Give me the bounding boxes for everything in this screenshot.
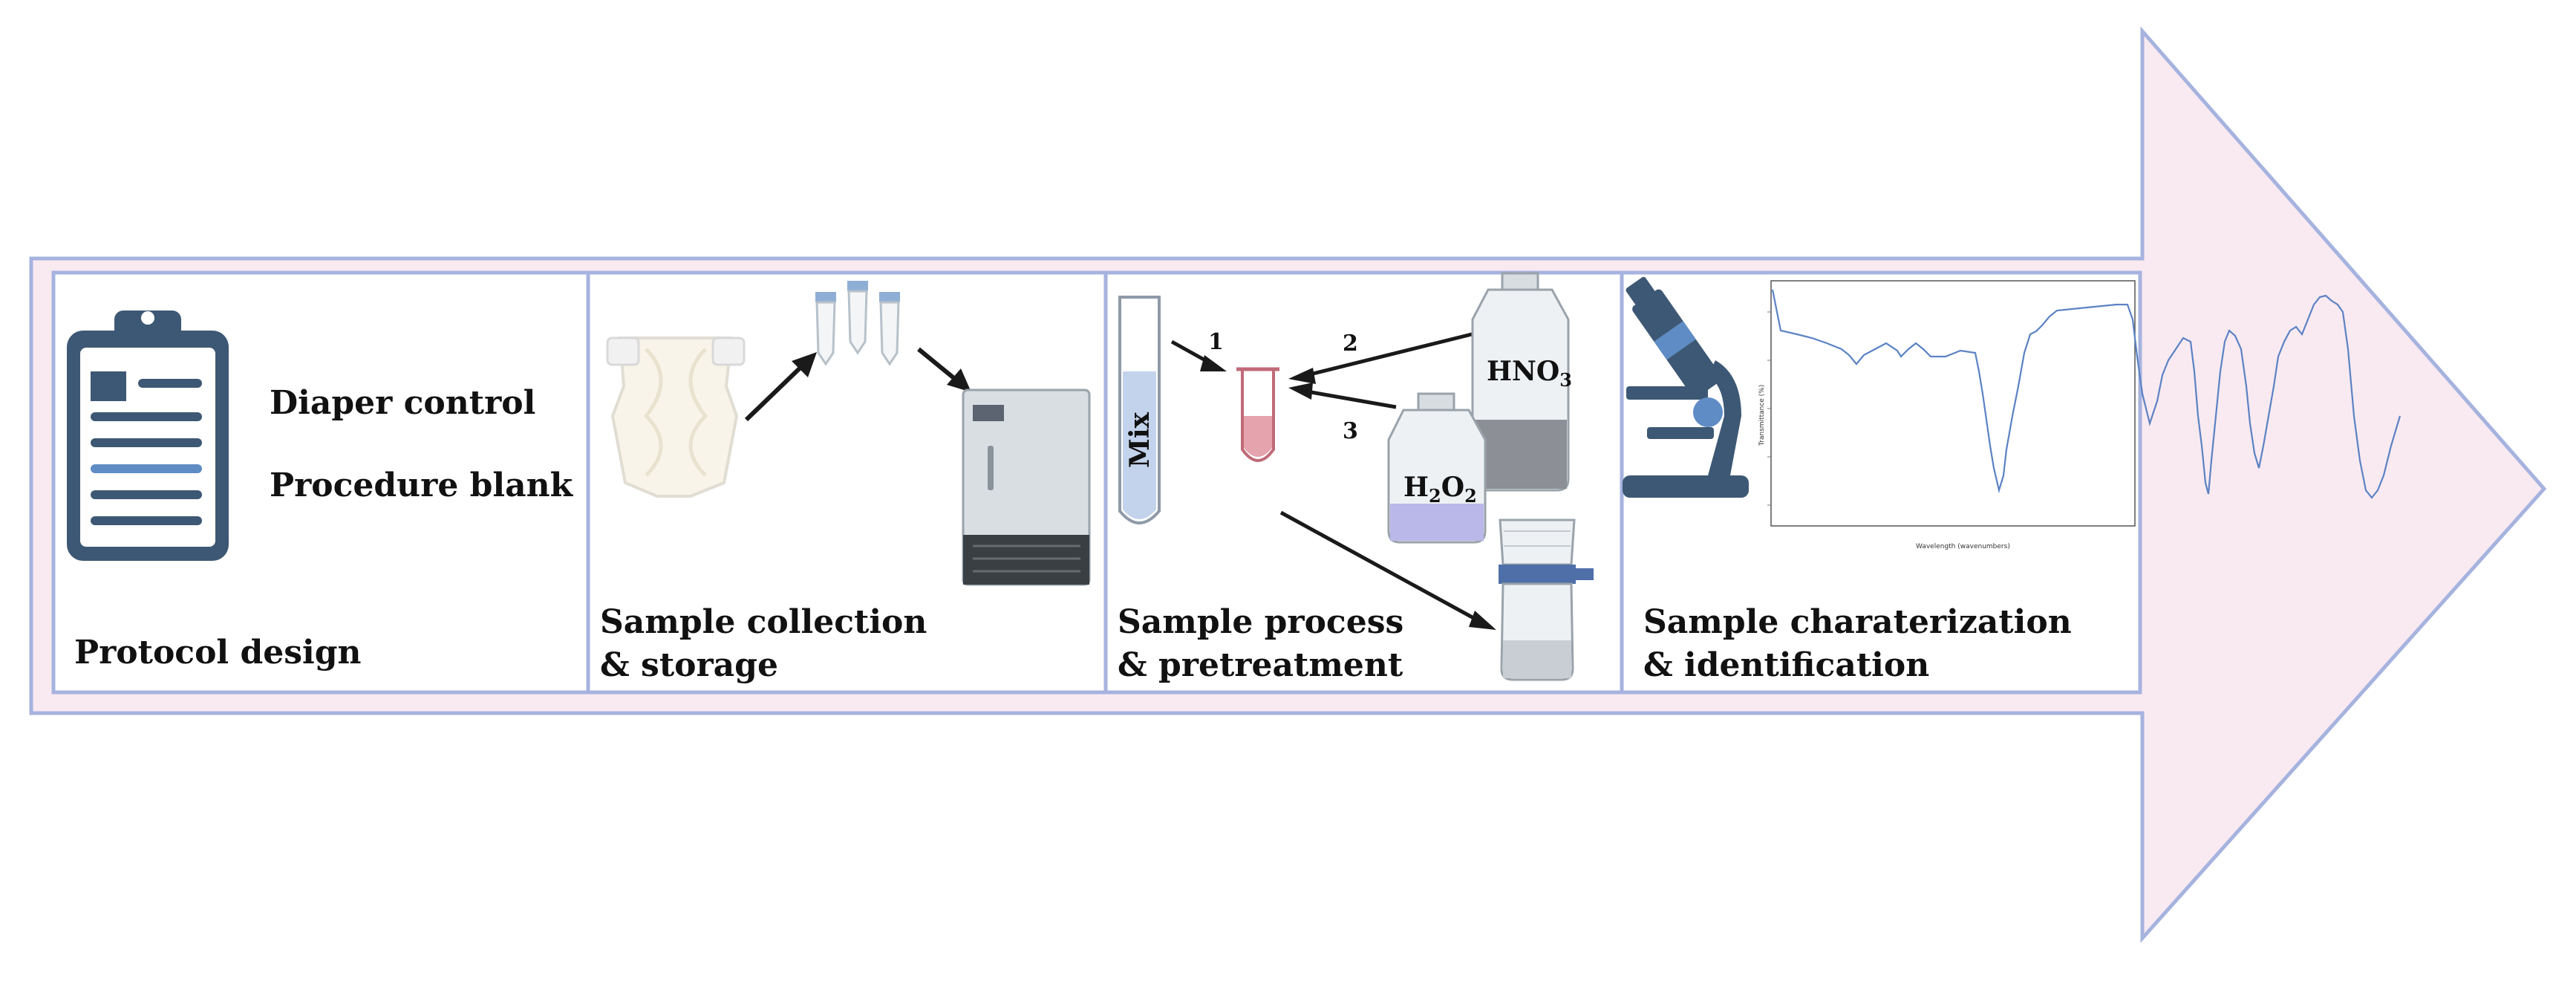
stage-sample-process: Mix 1 2 3 HNO3 H2O2 <box>1118 272 1594 684</box>
stage-characterization: Transmittance (%) Wavelength (wavenumber… <box>1623 276 2401 684</box>
step-2-label: 2 <box>1343 331 1358 357</box>
stage-protocol-design: Diaper control Procedure blank Protocol … <box>67 311 574 672</box>
note-procedure-blank: Procedure blank <box>270 467 574 504</box>
reaction-tube-icon <box>1236 367 1279 462</box>
stage-label-characterization-2: & identification <box>1643 646 1929 684</box>
sample-tubes-icon <box>815 281 900 366</box>
diaper-icon <box>606 337 746 498</box>
test-tube-icon <box>1118 296 1161 524</box>
ftir-spectrum-icon <box>1767 280 2401 527</box>
step-3-label: 3 <box>1343 418 1358 444</box>
label-mix: Mix <box>1124 412 1155 468</box>
stage-label-sample-collection-1: Sample collection <box>600 603 927 641</box>
clipboard-icon <box>67 311 229 561</box>
label-h2o2: H2O2 <box>1403 472 1477 507</box>
freezer-icon <box>962 389 1091 586</box>
stage-label-characterization-1: Sample charaterization <box>1643 603 2072 641</box>
filter-funnel-icon <box>1499 518 1594 681</box>
stage-label-sample-collection-2: & storage <box>600 646 778 684</box>
spectrum-xlabel: Wavelength (wavenumbers) <box>1916 543 2010 550</box>
label-hno3: HNO3 <box>1487 356 1572 391</box>
stage-label-sample-process-1: Sample process <box>1118 603 1403 641</box>
microscope-icon <box>1623 276 1749 498</box>
note-diaper-control: Diaper control <box>270 384 535 422</box>
step-1-label: 1 <box>1208 329 1224 355</box>
spectrum-ylabel: Transmittance (%) <box>1758 385 1766 446</box>
stage-sample-collection: Sample collection & storage <box>600 281 1091 684</box>
stage-label-protocol-design: Protocol design <box>74 634 361 672</box>
reagent-bottle-icon <box>1471 272 1570 492</box>
stage-label-sample-process-2: & pretreatment <box>1118 646 1403 684</box>
reagent-bottle-icon <box>1387 392 1487 544</box>
